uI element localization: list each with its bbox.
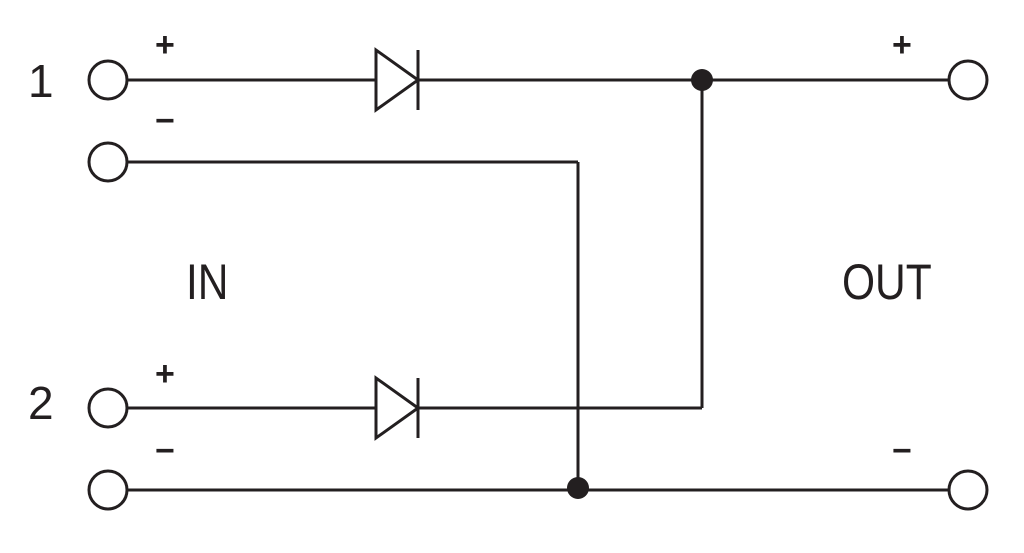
out-minus-sign: − xyxy=(892,432,912,470)
out-label: OUT xyxy=(842,254,932,310)
in-label: IN xyxy=(186,254,229,310)
in2-minus-sign: − xyxy=(155,432,175,470)
terminal-in2-minus xyxy=(87,469,129,511)
in1-minus-sign: − xyxy=(155,102,175,140)
in1-plus-sign: + xyxy=(155,26,175,64)
junction-minus xyxy=(567,477,589,499)
terminal-out-plus xyxy=(947,59,989,101)
terminal-in1-plus xyxy=(87,59,129,101)
out-plus-sign: + xyxy=(892,26,912,64)
in2-plus-sign: + xyxy=(155,355,175,393)
diode-1-triangle xyxy=(374,47,421,113)
input-1-number: 1 xyxy=(28,55,54,107)
diode-2-triangle xyxy=(374,375,421,441)
input-2-number: 2 xyxy=(28,377,54,429)
junction-plus xyxy=(691,69,713,91)
terminal-in2-plus xyxy=(87,387,129,429)
terminal-in1-minus xyxy=(87,141,129,183)
terminal-out-minus xyxy=(947,469,989,511)
